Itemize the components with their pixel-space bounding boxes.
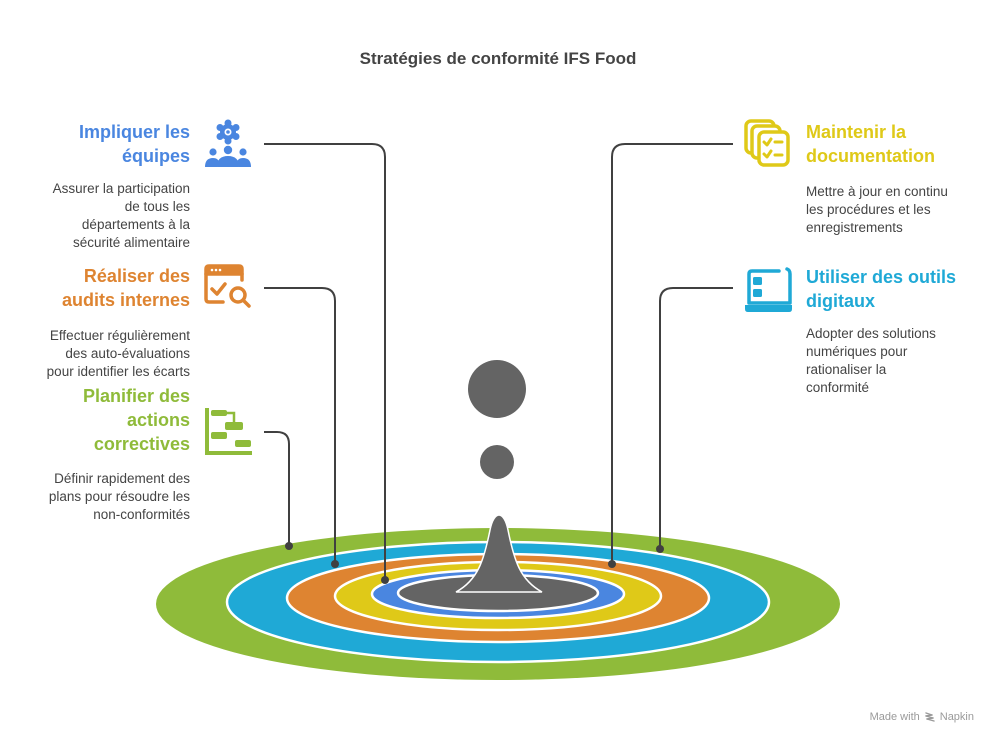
description-line: les procédures et les xyxy=(806,202,931,217)
gantt-plan-icon xyxy=(205,408,252,455)
description-line: numériques pour xyxy=(806,344,908,359)
team-icon xyxy=(205,119,251,167)
item-heading: Impliquer les équipes xyxy=(30,120,190,168)
heading-line: Utiliser des outils xyxy=(806,267,957,287)
item-heading: Maintenir la documentation xyxy=(806,120,986,168)
connector-dots xyxy=(285,542,664,584)
heading-line: digitaux xyxy=(806,291,876,311)
description-line: Assurer la participation xyxy=(52,181,190,196)
description-line: des auto-évaluations xyxy=(65,346,190,361)
item-heading: Utiliser des outils digitaux xyxy=(806,265,991,313)
item-heading: Planifier des actions correctives xyxy=(30,384,190,456)
description-line: Effectuer régulièrement xyxy=(49,328,190,343)
description-line: Définir rapidement des xyxy=(54,471,190,486)
dot-planifier xyxy=(285,542,293,550)
connector-audits xyxy=(264,287,336,563)
heading-line: documentation xyxy=(806,146,935,166)
footer-brand-text: Napkin xyxy=(939,711,974,723)
description-line: enregistrements xyxy=(806,220,903,235)
description-line: plans pour résoudre les xyxy=(48,489,190,504)
heading-line: Réaliser des xyxy=(83,266,190,286)
large-droplet xyxy=(468,360,526,418)
checklist-documents-icon xyxy=(744,119,790,167)
item-description: Assurer la participation de tous les dép… xyxy=(20,180,190,252)
connector-digitaux xyxy=(659,287,733,549)
connector-planifier xyxy=(264,431,290,546)
description-line: Adopter des solutions xyxy=(806,326,936,341)
connector-documentation xyxy=(611,143,733,563)
dot-audits xyxy=(331,560,339,568)
description-line: de tous les xyxy=(124,199,190,214)
item-description: Adopter des solutions numériques pour ra… xyxy=(806,325,986,397)
description-line: rationaliser la xyxy=(806,362,887,377)
napkin-logo-icon xyxy=(925,712,935,722)
item-description: Effectuer régulièrement des auto-évaluat… xyxy=(10,327,190,381)
item-heading: Réaliser des audits internes xyxy=(30,264,190,312)
heading-line: équipes xyxy=(121,146,190,166)
description-line: conformité xyxy=(806,380,870,395)
dot-documentation xyxy=(608,560,616,568)
dot-digitaux xyxy=(656,545,664,553)
diagram-title: Stratégies de conformité IFS Food xyxy=(359,49,637,68)
heading-line: actions xyxy=(126,410,190,430)
footer-made-with-text: Made with xyxy=(869,711,920,723)
splash-peak xyxy=(455,514,543,593)
description-line: non-conformités xyxy=(93,507,190,522)
description-line: pour identifier les écarts xyxy=(46,364,190,379)
dot-impliquer xyxy=(381,576,389,584)
description-line: Mettre à jour en continu xyxy=(806,184,948,199)
heading-line: Maintenir la xyxy=(806,122,907,142)
connectors xyxy=(264,143,733,579)
heading-line: Planifier des xyxy=(82,386,190,406)
description-line: départements à la xyxy=(81,217,190,232)
description-line: sécurité alimentaire xyxy=(72,235,190,250)
heading-line: correctives xyxy=(93,434,190,454)
connector-impliquer xyxy=(264,143,386,579)
laptop-icon xyxy=(745,267,792,312)
item-description: Mettre à jour en continu les procédures … xyxy=(806,183,986,237)
item-description: Définir rapidement des plans pour résoud… xyxy=(10,470,190,524)
small-droplet xyxy=(480,445,514,479)
ripple-rings xyxy=(156,528,840,680)
made-with-napkin-footer: Made with Napkin xyxy=(870,711,974,723)
heading-line: Impliquer les xyxy=(78,122,190,142)
heading-line: audits internes xyxy=(61,290,190,310)
audit-search-icon xyxy=(204,264,251,308)
